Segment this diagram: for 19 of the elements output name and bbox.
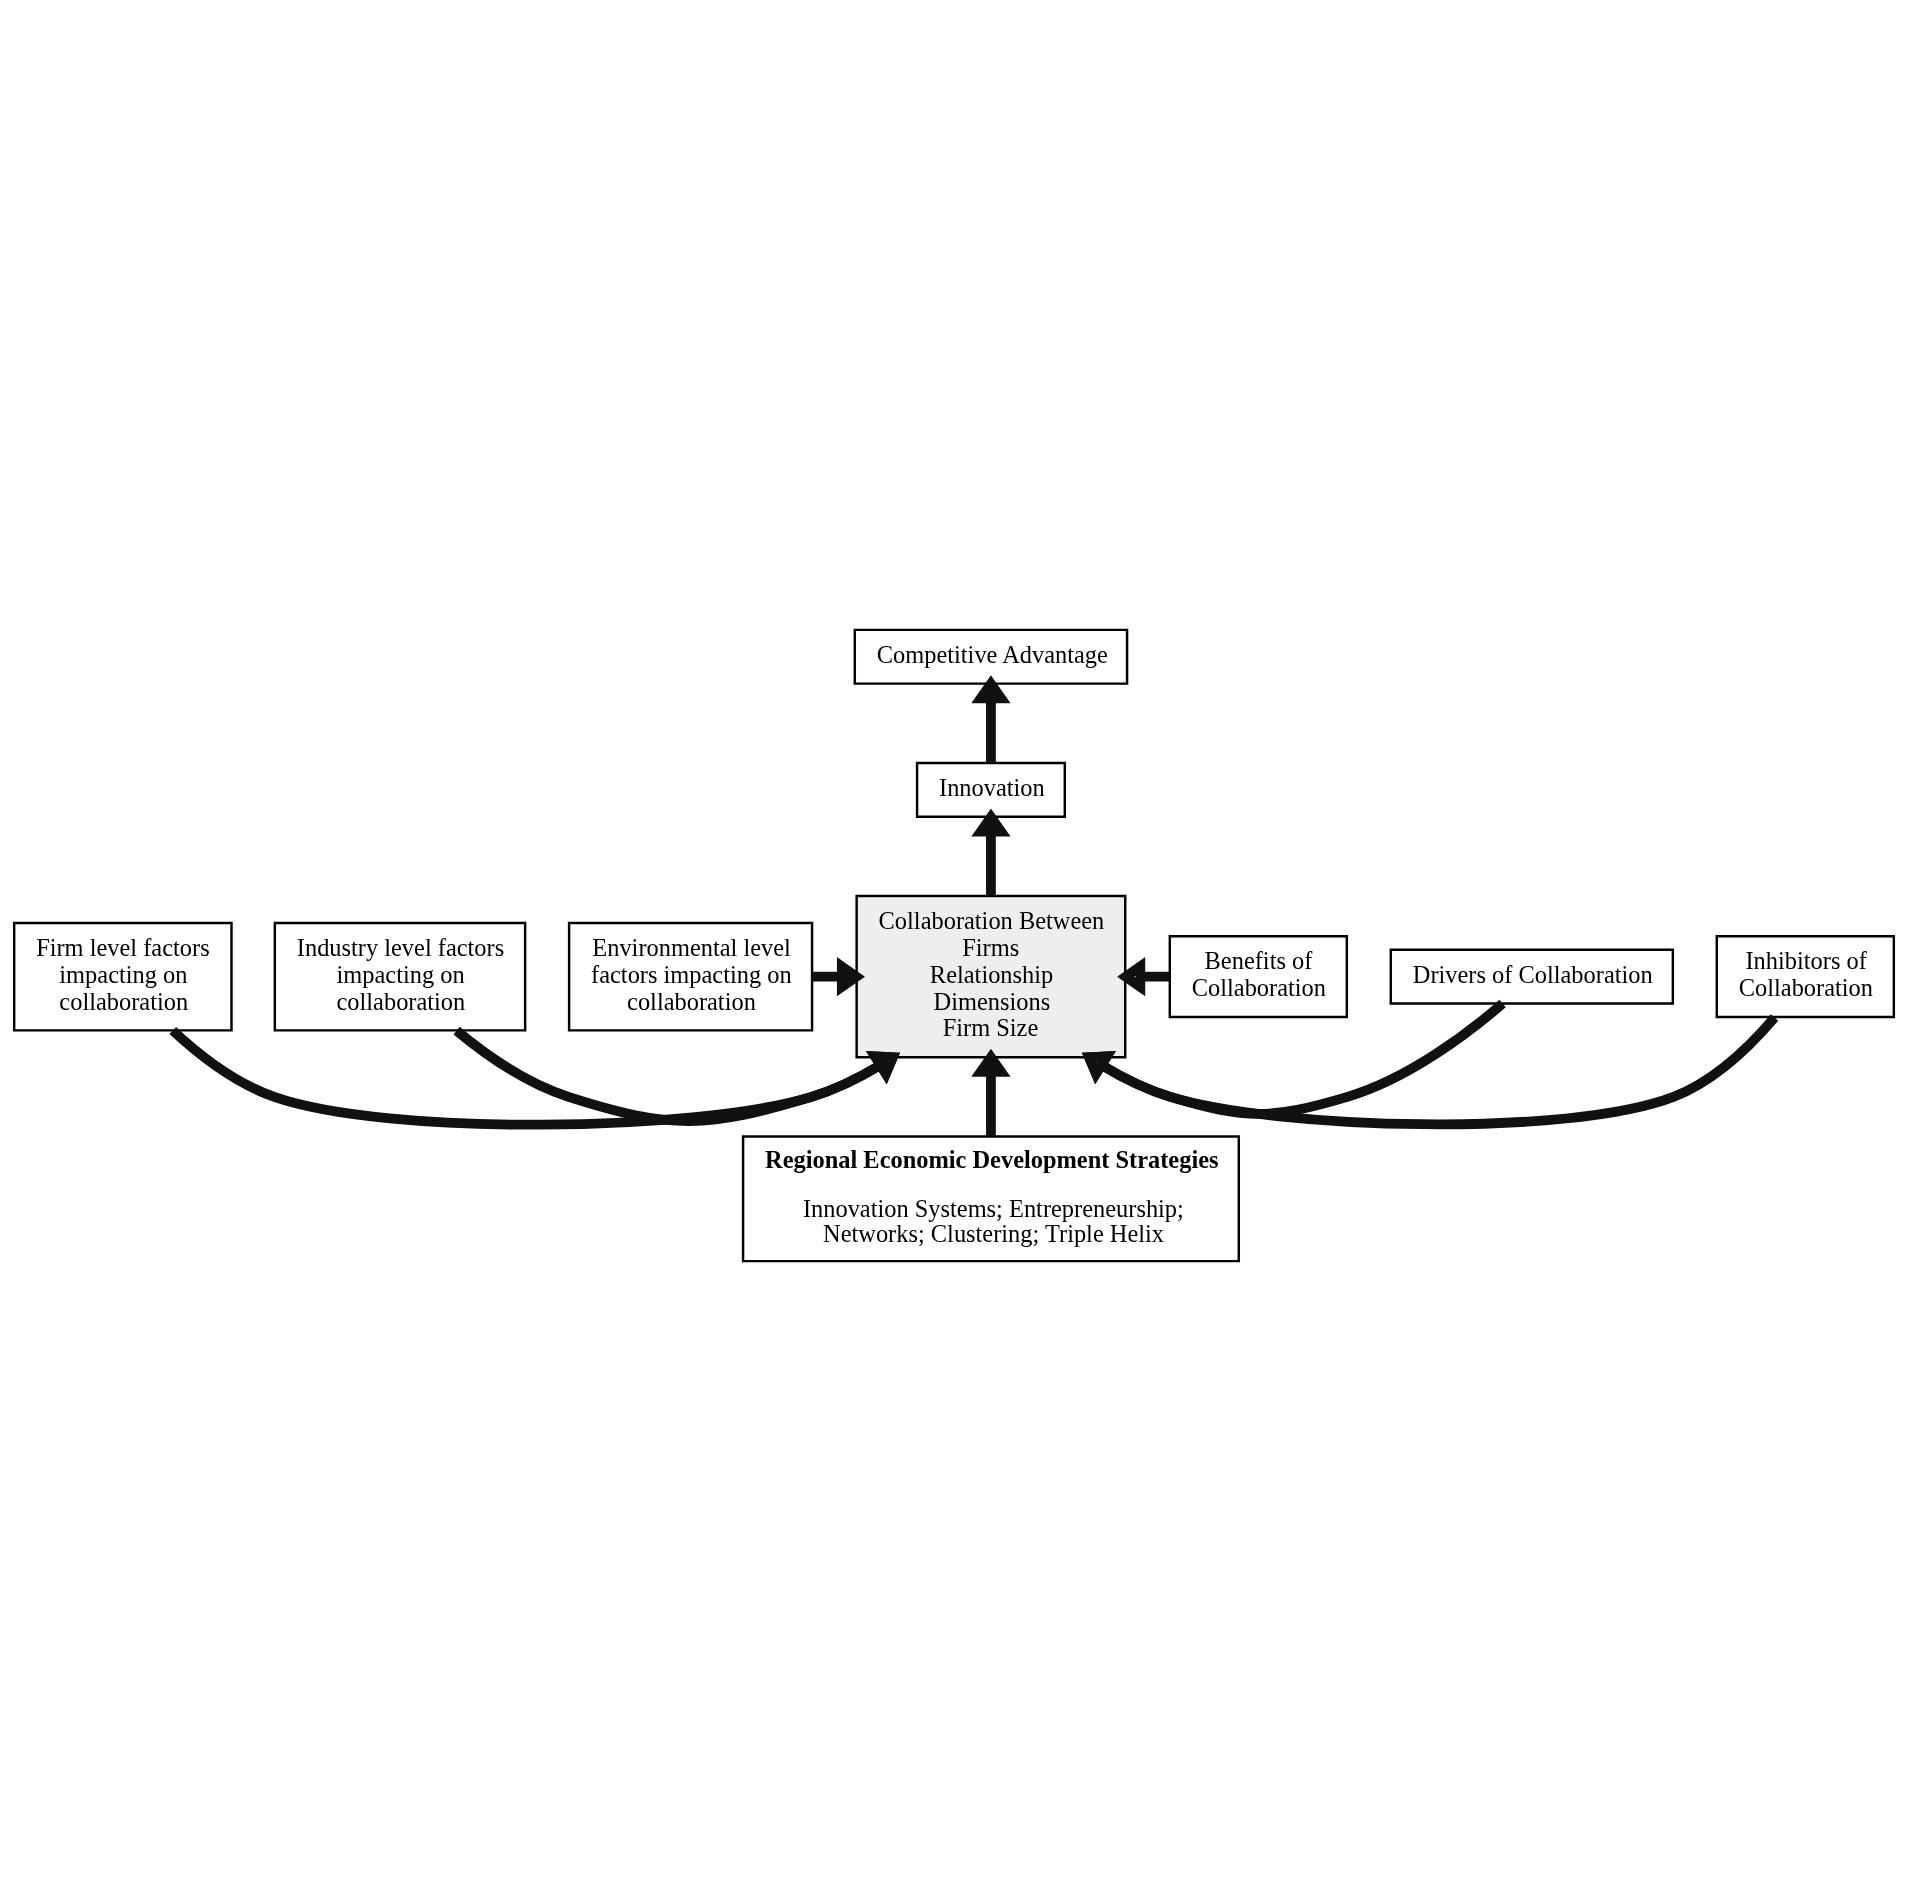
node-box: Industry level factors impacting on collaboration (273, 921, 527, 1032)
node-box: Collaboration Between Firms Relationship Dimensions Firm Size (855, 894, 1127, 1059)
node-box: Competitive Advantage (853, 628, 1129, 685)
node-box: Environmental level factors impacting on collaboration (567, 921, 814, 1032)
node-box: Firm level factors impacting on collaboration (12, 921, 233, 1032)
arrow (971, 1048, 1011, 1137)
node-box: Drivers of Collaboration (1389, 948, 1675, 1005)
node-box: Innovation (915, 761, 1066, 818)
arrow (812, 957, 865, 997)
node-box: Inhibitors of Collaboration (1715, 935, 1896, 1019)
arrow (169, 1026, 901, 1130)
arrow (1081, 999, 1506, 1119)
arrow (1117, 957, 1170, 997)
arrow (971, 675, 1011, 763)
arrow (971, 808, 1011, 896)
node-box: Regional Economic Development Strategies Innovation Systems; Entrepreneurship; Networks; Clustering; Triple Helix (741, 1135, 1240, 1263)
arrow (1081, 1014, 1779, 1130)
arrow (453, 1026, 901, 1126)
node-box: Benefits of Collaboration (1168, 935, 1349, 1019)
